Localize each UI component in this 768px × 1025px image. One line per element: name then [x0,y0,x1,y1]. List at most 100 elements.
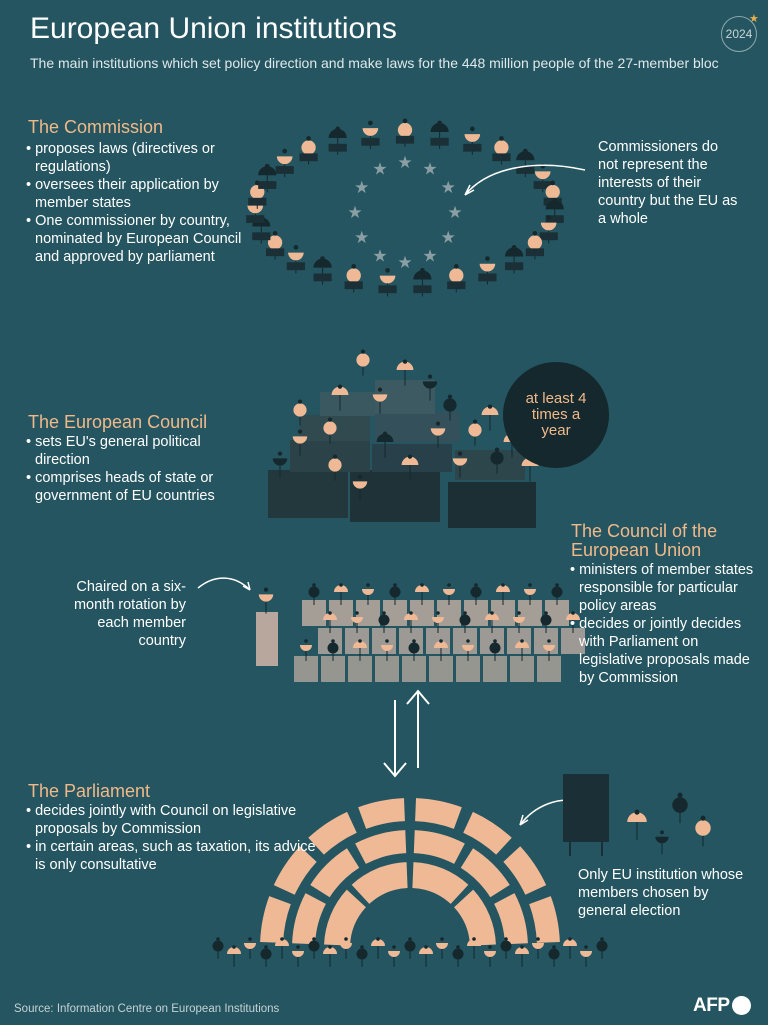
figure-icon [452,451,468,478]
european-council-list: sets EU's general political direction co… [26,433,226,505]
figure-icon [419,945,433,967]
year-badge: 2024 [721,16,757,52]
chair-note: Chaired on a six-month rotation by each … [73,579,186,649]
figure-icon [430,120,449,149]
figure-icon [353,639,367,661]
commission-note: Commissioners do not represent the inter… [598,139,738,227]
arrow-head-icon [242,581,251,591]
figure-icon [323,945,337,967]
figure-icon [308,583,320,605]
hemicycle-seat-row [292,893,326,945]
figure-icon [340,937,352,959]
meeting-frequency-text: at least 4 times a year [525,390,587,439]
figure-icon [490,447,504,474]
figure-icon [436,937,448,959]
figure-icon [627,809,647,841]
figure-icon [470,583,482,605]
figure-icon [459,611,471,633]
arrow-icon [197,577,251,591]
figure-icon [327,639,339,661]
figure-icon [300,639,312,661]
star-icon: ★ [372,160,387,180]
parliament-heading: The Parliament [28,781,151,801]
star-icon: ★ [422,160,437,180]
arrow-icon [464,164,586,196]
ballot-box-icon [563,774,609,842]
figure-icon [212,937,224,959]
star-icon: ★ [397,253,412,273]
star-icon: ★ [422,246,437,266]
bidirectional-arrow-icon [383,689,430,778]
figure-icon [404,611,418,633]
figure-icon [323,417,337,444]
figure-icon [500,937,512,959]
figure-icon [376,431,394,458]
figure-icon [272,451,288,478]
hemicycle-seat-row [324,889,366,946]
source-note: Source: Information Centre on European I… [14,1003,280,1015]
figure-icon [401,454,419,481]
council-eu-bullet: ministers of member states responsible f… [570,561,762,615]
figure-icon [515,639,529,661]
figure-icon [313,256,332,285]
minister-figures [258,583,585,682]
figure-icon [533,163,552,193]
figure-icon [396,359,414,386]
commission-list: proposes laws (directives or regulations… [26,140,246,266]
hemicycle-seat-row [355,830,407,864]
figure-icon [275,937,289,959]
european-council-bullet: comprises heads of state or government o… [26,469,226,505]
figure-icon [478,256,497,285]
figure-icon [596,937,608,959]
star-icon: ★ [347,203,362,223]
star-icon: ★ [354,178,369,198]
european-council-bullet: sets EU's general political direction [26,433,226,469]
figure-icon [434,639,448,661]
figure-icon [265,231,285,260]
figure-icon [395,118,415,147]
voter-figures [627,792,711,855]
figure-icon [258,163,277,193]
figure-icon [323,611,337,633]
figure-icon [430,421,446,448]
commission-bullet: One commissioner by country, nominated b… [26,212,246,266]
parliament-bullet: in certain areas, such as taxation, its … [26,838,326,874]
figure-icon [415,583,429,605]
figure-icon [293,399,307,426]
figure-icon [381,639,393,661]
figure-icon [244,937,256,959]
figure-icon [467,937,481,959]
figure-icon [408,639,420,661]
figure-icon [362,583,374,605]
european-council-heading: The European Council [28,412,208,432]
figure-icon [351,611,363,633]
figure-icon [344,264,363,293]
hemicycle-seat-row [503,846,547,895]
page-title: European Union institutions [30,12,397,45]
figure-icon [352,474,368,501]
figure-icon [505,245,524,274]
meeting-frequency-badge: at least 4 times a year [503,362,609,468]
figure-icon [563,937,577,959]
figure-icon [485,611,499,633]
afp-logo-dot [732,996,751,1015]
page-subtitle: The main institutions which set policy d… [30,55,719,71]
star-icon: ★ [372,246,387,266]
figure-icon [655,830,669,855]
figure-icon [489,639,501,661]
figure-icon [492,136,511,165]
council-eu-heading: The Council of the European Union [571,521,718,560]
figure-icon [551,583,563,605]
figure-icon [463,126,482,155]
figure-icon [378,268,397,297]
hemicycle-seat-row [413,830,465,864]
figure-icon [286,245,305,274]
figure-icon [389,583,401,605]
parliament-bullet: decides jointly with Council on legislat… [26,802,326,838]
figure-icon [543,639,555,661]
figure-icon [695,815,711,847]
figure-icon [371,937,385,959]
figure-icon [331,384,349,411]
figure-icon [292,429,308,456]
